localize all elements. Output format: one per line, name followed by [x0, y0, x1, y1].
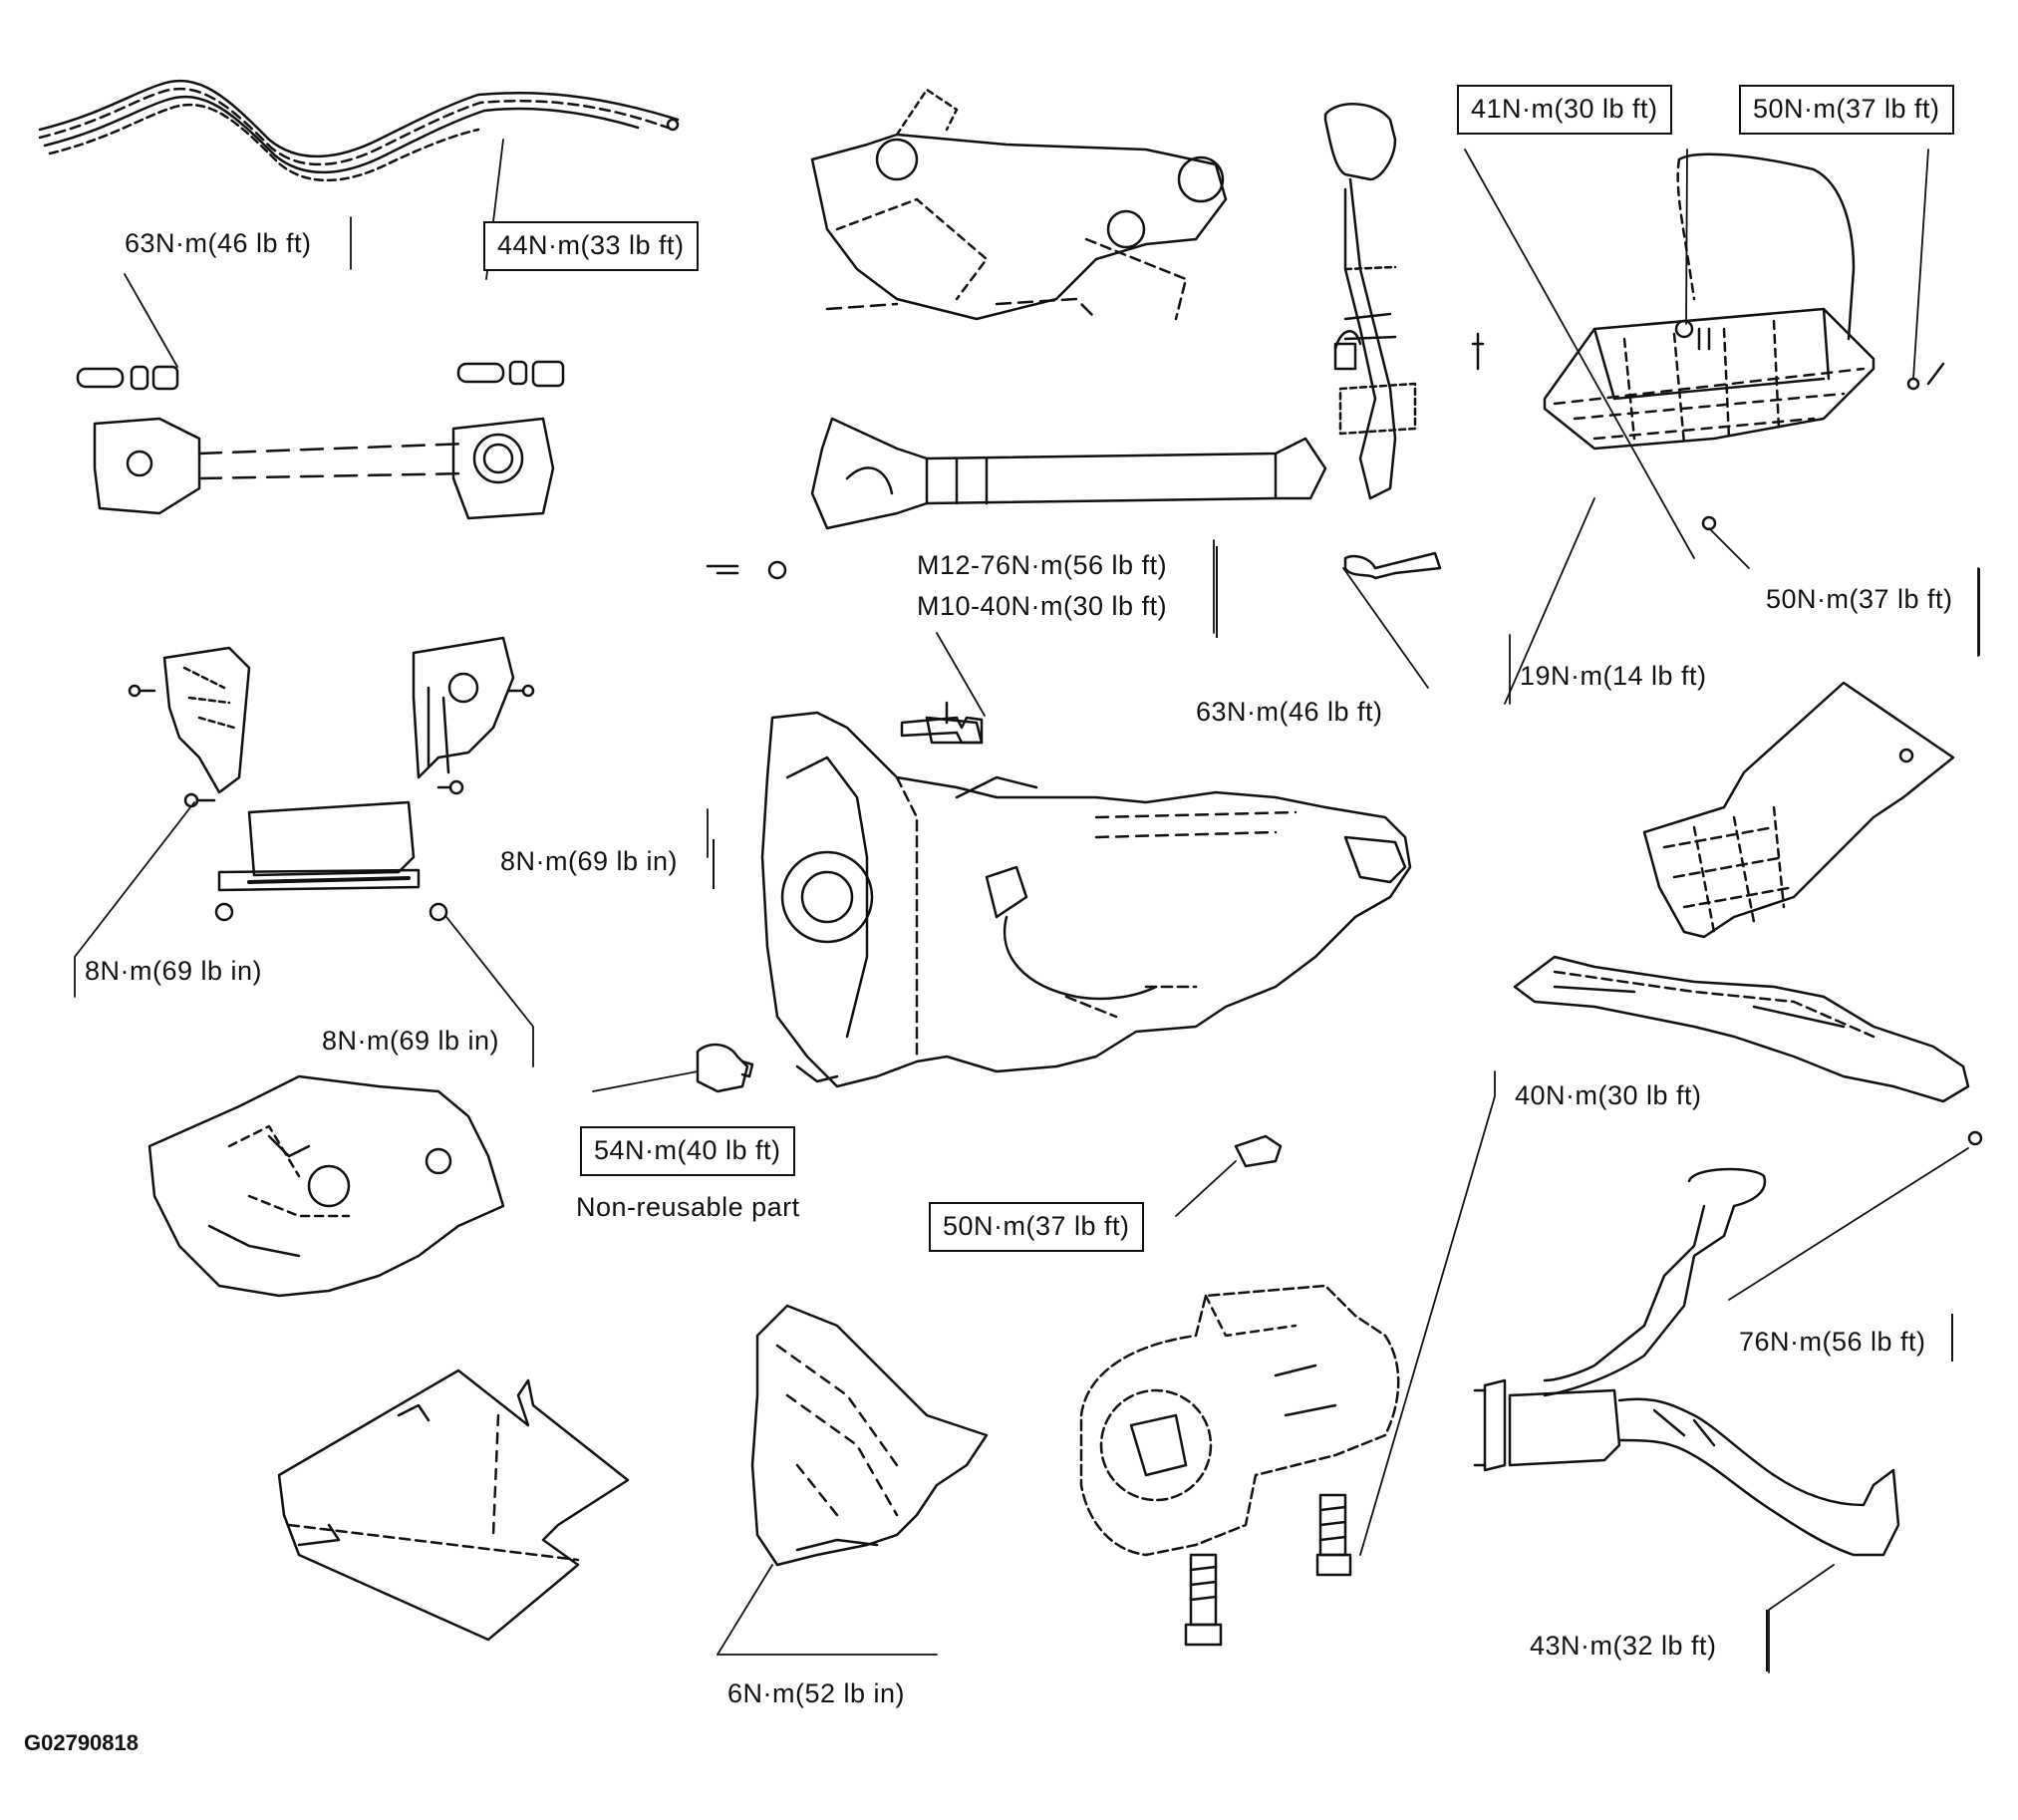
- figure-id: G02790818: [24, 1730, 139, 1755]
- propeller-shaft-illustration: [706, 417, 1327, 580]
- torque-label-bracket-8a: 8N·m(69 lb in): [500, 846, 679, 876]
- insulator-plate-illustration: [1642, 681, 1955, 939]
- torque-label-shield-6: 6N·m(52 lb in): [727, 1678, 906, 1708]
- heat-insulator-left-illustration: [277, 1368, 630, 1642]
- torque-label-bracket-8b: 8N·m(69 lb in): [85, 956, 263, 986]
- torque-label-pipes-right: 44N·m(33 lb ft): [483, 221, 699, 271]
- torque-label-pipes-left: 63N·m(46 lb ft): [125, 228, 312, 258]
- mount-nut-illustration: [1234, 1134, 1283, 1168]
- drain-plug-illustration: [696, 1043, 754, 1093]
- torque-label-drain-plug: 54N·m(40 lb ft): [580, 1126, 795, 1176]
- shift-lever-illustration: [1323, 103, 1485, 580]
- torque-label-lever: 63N·m(46 lb ft): [1196, 697, 1383, 727]
- torque-label-exhaust-43: 43N·m(32 lb ft): [1530, 1631, 1717, 1661]
- label-rule: [1978, 568, 1980, 656]
- label-rule: [1766, 1610, 1768, 1671]
- torque-label-crossmember: 40N·m(30 lb ft): [1515, 1080, 1702, 1110]
- leader-lines: [74, 139, 1979, 1673]
- transmission-support-illustration: [1543, 152, 1945, 531]
- shift-mechanism-illustration: [810, 88, 1228, 321]
- torque-label-shaft-m12: M12-76N·m(56 lb ft): [917, 550, 1168, 580]
- fuel-pipes-illustration: [38, 79, 680, 182]
- shaft-bolt-illustration: [900, 716, 984, 745]
- heat-shield-center-illustration: [750, 1304, 989, 1567]
- torque-label-bracket-8c: 8N·m(69 lb in): [322, 1026, 500, 1056]
- exhaust-pipe-illustration: [1473, 1130, 1983, 1557]
- torque-label-bracket-50: 50N·m(37 lb ft): [1766, 584, 1953, 614]
- label-rule: [713, 839, 715, 889]
- torque-label-41: 41N·m(30 lb ft): [1457, 85, 1672, 135]
- front-drive-shaft-illustration: [76, 360, 565, 520]
- torque-label-exhaust-76: 76N·m(56 lb ft): [1739, 1327, 1926, 1357]
- torque-label-50-box: 50N·m(37 lb ft): [1739, 85, 1954, 135]
- torque-label-nut-50: 50N·m(37 lb ft): [929, 1202, 1144, 1252]
- crossmember-illustration: [1513, 955, 1970, 1103]
- label-rule: [1216, 546, 1218, 638]
- torque-label-bracket-19: 19N·m(14 lb ft): [1520, 661, 1707, 691]
- mounting-brackets-illustration: [128, 636, 535, 922]
- non-reusable-note: Non-reusable part: [576, 1192, 800, 1222]
- extension-housing-illustration: [1079, 1284, 1400, 1647]
- transmission-case-illustration: [760, 701, 1412, 1088]
- skid-plate-illustration: [147, 1074, 505, 1298]
- torque-label-shaft-m10: M10-40N·m(30 lb ft): [917, 591, 1168, 621]
- label-rule: [1951, 1314, 1953, 1362]
